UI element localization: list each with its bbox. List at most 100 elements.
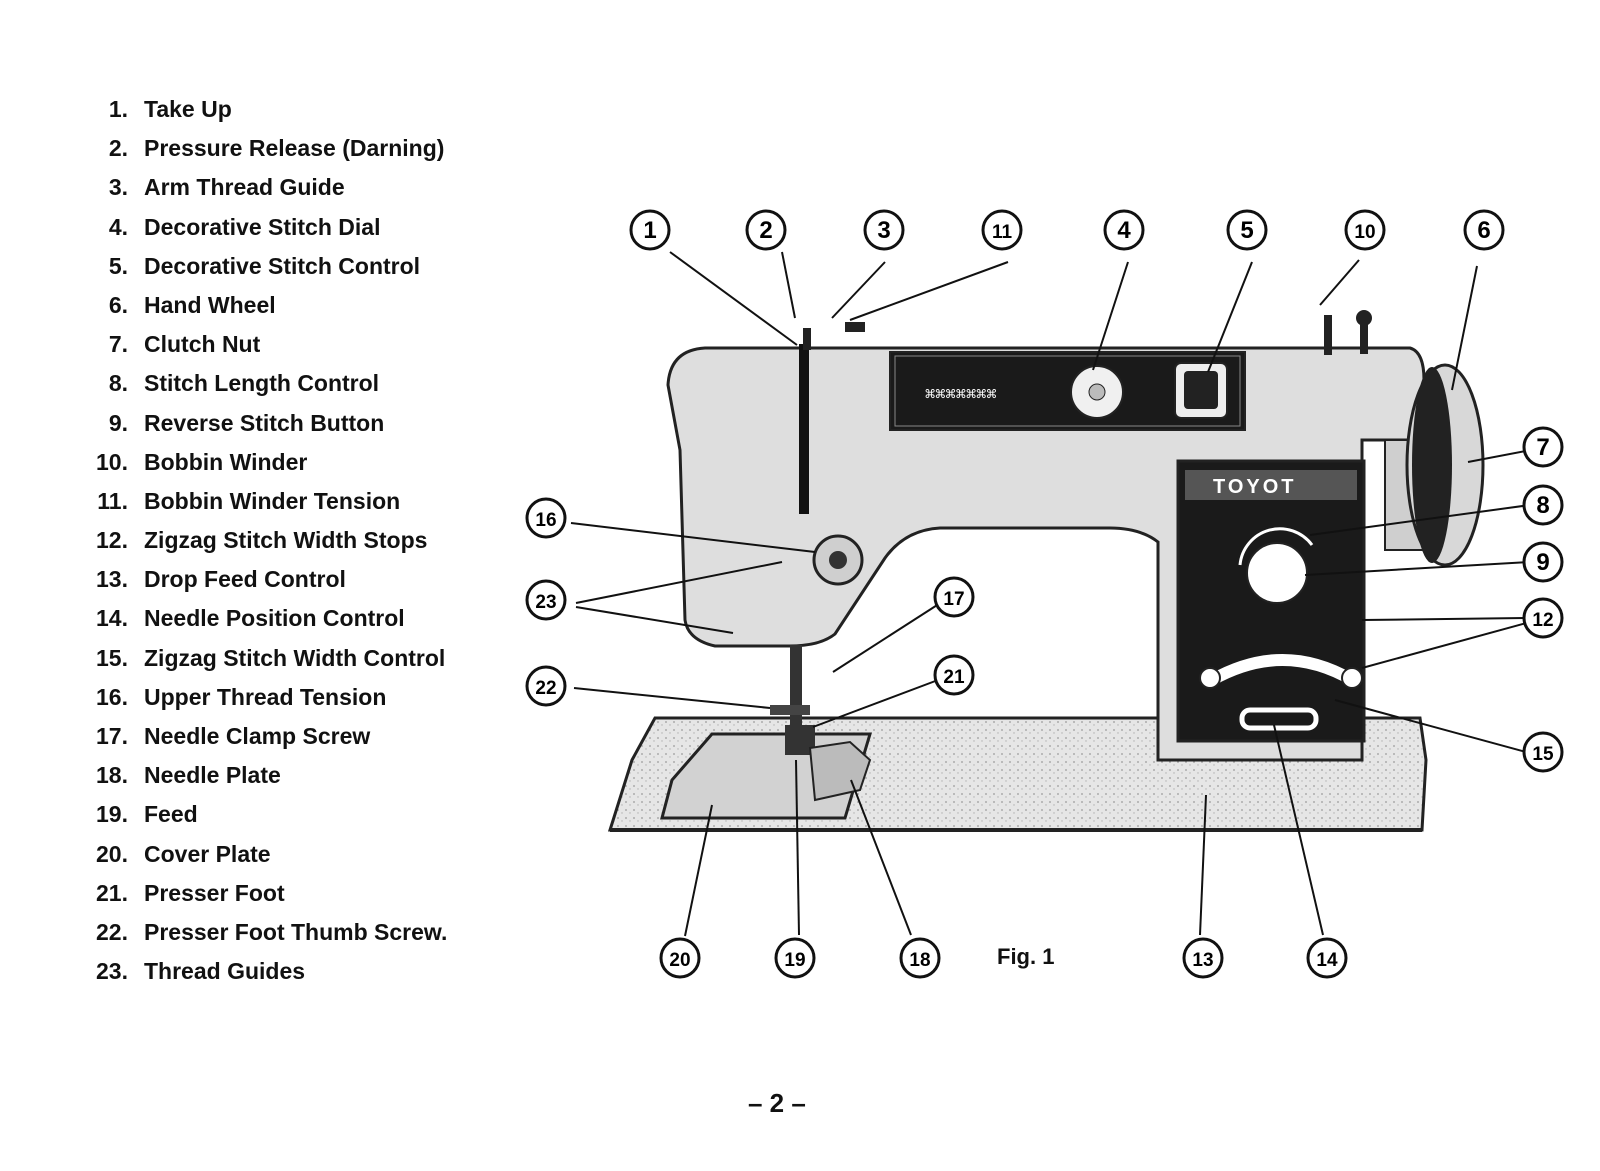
- part-name: Decorative Stitch Control: [144, 252, 421, 279]
- part-list-item: 20. Cover Plate: [70, 835, 447, 874]
- part-list-item: 13.Drop Feed Control: [70, 560, 447, 599]
- callout-circle: [1522, 731, 1564, 773]
- part-number: 20.: [96, 840, 128, 867]
- callout-number: 13: [1192, 950, 1213, 971]
- part-number: 23.: [96, 958, 128, 985]
- callout-number: 22: [535, 678, 556, 699]
- part-name: Presser Foot: [144, 879, 285, 906]
- part-list-item: 8.Stitch Length Control: [70, 364, 447, 403]
- callout-number: 9: [1536, 549, 1549, 576]
- callout-circle: [899, 937, 941, 979]
- callout-number: 3: [877, 217, 890, 244]
- part-name: Bobbin Winder Tension: [144, 487, 401, 514]
- part-name: Pressure Release (Darning): [144, 135, 445, 162]
- part-number: 10.: [96, 448, 128, 475]
- part-list-item: 5. Decorative Stitch Control: [70, 247, 447, 286]
- callout-circle: [863, 209, 905, 251]
- part-list-item: 16.Upper Thread Tension: [70, 678, 447, 717]
- leader-lines: [570, 251, 1532, 937]
- svg-text:⌘⌘⌘⌘⌘⌘⌘: ⌘⌘⌘⌘⌘⌘⌘: [925, 385, 997, 405]
- callout-circle: [1344, 209, 1386, 251]
- part-list-item: 4.Decorative Stitch Dial: [70, 208, 447, 247]
- part-number: 14.: [96, 605, 128, 632]
- part-number: 21.: [96, 879, 128, 906]
- callout-number: 7: [1536, 434, 1549, 461]
- callout-circle: [1103, 209, 1145, 251]
- callout-number: 23: [535, 592, 556, 613]
- callout-circle: [1226, 209, 1268, 251]
- callout-circle: [1306, 937, 1348, 979]
- part-number: 19.: [96, 801, 128, 828]
- part-list-item: 9. Reverse Stitch Button: [70, 404, 447, 443]
- callout-number: 16: [535, 510, 556, 531]
- brand-logo-text: TOYOT: [1213, 476, 1297, 498]
- callout-circle: [659, 937, 701, 979]
- part-name: Arm Thread Guide: [144, 174, 345, 201]
- part-name: Reverse Stitch Button: [144, 409, 385, 436]
- part-number: 5.: [108, 252, 128, 279]
- part-number: 17.: [96, 723, 128, 749]
- callout-circle: [1463, 209, 1505, 251]
- part-name: Feed: [144, 801, 198, 828]
- part-list-item: 17. Needle Clamp Screw: [70, 717, 447, 756]
- machine-body: ⌘⌘⌘⌘⌘⌘⌘ TOYOT: [666, 310, 1426, 802]
- callout-circle: [981, 209, 1023, 251]
- part-number: 7.: [108, 331, 128, 358]
- callout-number: 14: [1316, 950, 1338, 971]
- callout-circle: [1522, 541, 1564, 583]
- part-number: 6.: [108, 291, 128, 318]
- part-number: 11.: [97, 487, 128, 514]
- part-name: Zigzag Stitch Width Stops: [144, 527, 428, 554]
- part-list-item: 21. Presser Foot: [70, 874, 447, 913]
- callout-circle: [525, 579, 567, 621]
- part-list-item: 2. Pressure Release (Darning): [70, 129, 447, 168]
- part-name: Needle Clamp Screw: [144, 723, 371, 749]
- part-number: 22.: [96, 918, 128, 945]
- part-list-item: 3.Arm Thread Guide: [70, 168, 447, 207]
- callout-circle: [525, 665, 567, 707]
- callout-circle: [1522, 597, 1564, 639]
- part-list-item: 6. Hand Wheel: [70, 286, 447, 325]
- callout-circle: [629, 209, 671, 251]
- callout-number: 5: [1240, 217, 1253, 244]
- callout-number: 8: [1536, 492, 1549, 519]
- part-list-item: 12. Zigzag Stitch Width Stops: [70, 521, 447, 560]
- callout-number: 17: [943, 589, 964, 610]
- part-number: 13.: [96, 566, 128, 593]
- page-number: – 2 –: [748, 1088, 806, 1118]
- part-name: Stitch Length Control: [144, 370, 380, 397]
- callout-number: 20: [669, 950, 690, 971]
- callout-number: 6: [1477, 217, 1490, 244]
- part-name: Hand Wheel: [144, 291, 276, 318]
- callout-circle: [745, 209, 787, 251]
- part-number: 9.: [108, 409, 128, 436]
- part-name: Upper Thread Tension: [144, 683, 387, 710]
- part-number: 4.: [108, 213, 128, 240]
- part-list-item: 15. Zigzag Stitch Width Control: [70, 639, 447, 678]
- figure-label: Fig. 1: [997, 944, 1055, 969]
- part-name: Bobbin Winder: [144, 448, 308, 475]
- part-number: 15.: [96, 644, 128, 671]
- part-name: Needle Plate: [144, 762, 281, 789]
- part-name: Zigzag Stitch Width Control: [144, 644, 446, 671]
- part-name: Clutch Nut: [144, 331, 261, 358]
- callout-number: 10: [1354, 222, 1375, 243]
- callout-circle: [933, 654, 975, 696]
- callout-number: 11: [992, 222, 1013, 243]
- part-name: Needle Position Control: [144, 605, 405, 632]
- part-number: 12.: [96, 527, 128, 554]
- part-name: Thread Guides: [144, 958, 306, 985]
- part-number: 2.: [108, 135, 128, 162]
- part-list-item: 7. Clutch Nut: [70, 325, 447, 364]
- part-list-item: 10. Bobbin Winder: [70, 443, 447, 482]
- callout-circle: [1522, 426, 1564, 468]
- part-name: Cover Plate: [144, 840, 271, 867]
- part-number: 18.: [96, 762, 128, 789]
- part-name: Presser Foot Thumb Screw.: [144, 918, 448, 945]
- callout-circle: [1182, 937, 1224, 979]
- part-list-item: 22. Presser Foot Thumb Screw.: [70, 913, 447, 952]
- callout-circle: [1522, 484, 1564, 526]
